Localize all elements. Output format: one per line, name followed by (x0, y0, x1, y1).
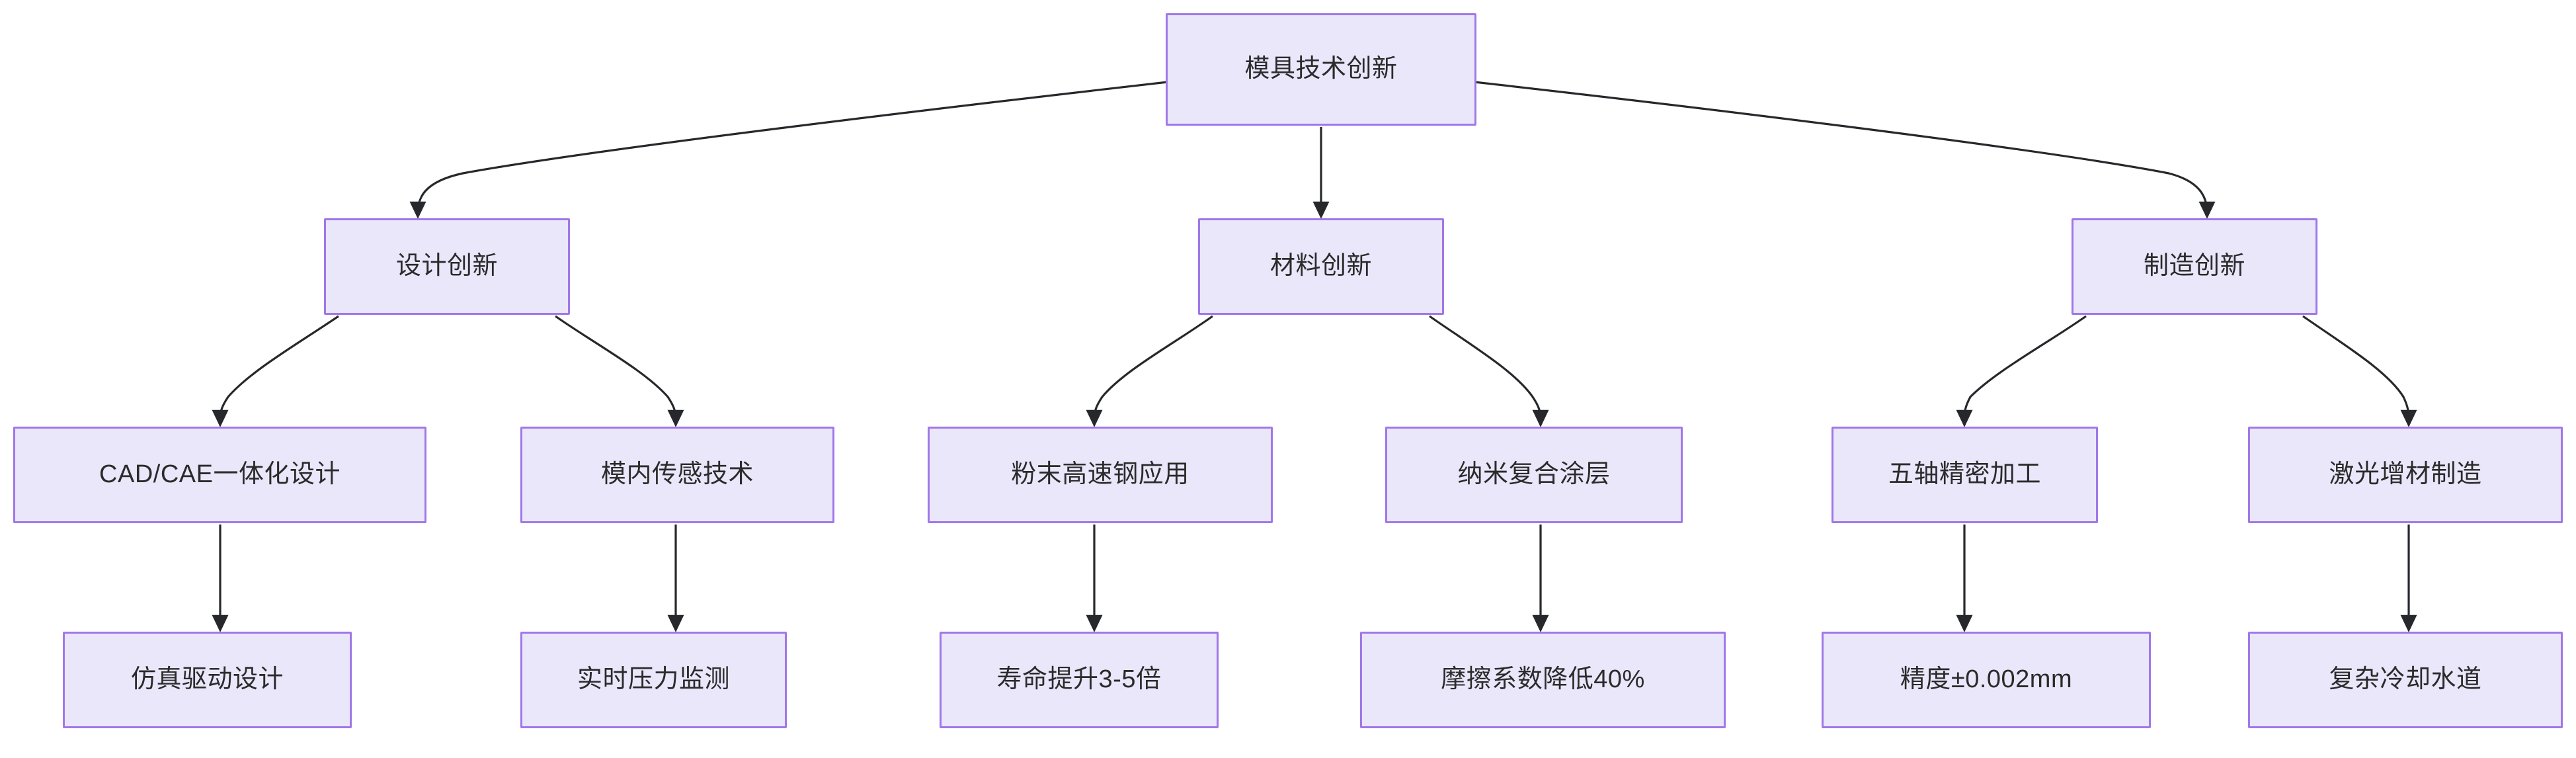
flow-node-c2[interactable]: 材料创新 (1198, 218, 1444, 315)
edges-group (212, 81, 2417, 632)
flow-node-t1[interactable]: CAD/CAE一体化设计 (13, 427, 426, 523)
flow-node-label: 制造创新 (2143, 252, 2245, 280)
flow-node-o5[interactable]: 精度±0.002mm (1822, 632, 2151, 728)
flow-edge-c2-to-t3 (1086, 315, 1213, 427)
flow-node-t3[interactable]: 粉末高速钢应用 (928, 427, 1273, 523)
flow-node-label: 五轴精密加工 (1888, 460, 2041, 489)
flow-node-label: 模具技术创新 (1244, 55, 1398, 83)
flow-node-label: 设计创新 (395, 252, 498, 280)
flow-node-label: 模内传感技术 (600, 460, 754, 489)
flow-node-label: CAD/CAE一体化设计 (99, 460, 341, 489)
flow-node-label: 仿真驱动设计 (130, 665, 284, 694)
flow-edge-root-to-c3 (1474, 81, 2216, 219)
flow-node-label: 材料创新 (1269, 252, 1372, 280)
flow-node-label: 复杂冷却水道 (2329, 665, 2482, 694)
flow-node-label: 摩擦系数降低40% (1441, 665, 1645, 694)
flow-edge-c2-to-t4 (1429, 315, 1549, 427)
flow-edge-c3-to-t5 (1956, 315, 2087, 427)
flow-node-o2[interactable]: 实时压力监测 (520, 632, 787, 728)
flow-node-t2[interactable]: 模内传感技术 (520, 427, 834, 523)
flow-node-t4[interactable]: 纳米复合涂层 (1385, 427, 1683, 523)
flow-node-label: 实时压力监测 (577, 665, 730, 694)
flow-edge-c1-to-t1 (212, 315, 339, 427)
flow-edge-c3-to-t6 (2302, 315, 2417, 427)
flow-node-t6[interactable]: 激光增材制造 (2248, 427, 2563, 523)
flow-node-label: 粉末高速钢应用 (1011, 460, 1189, 489)
flow-node-c3[interactable]: 制造创新 (2072, 218, 2317, 315)
flow-node-o4[interactable]: 摩擦系数降低40% (1360, 632, 1726, 728)
flow-node-c1[interactable]: 设计创新 (324, 218, 570, 315)
flow-node-t5[interactable]: 五轴精密加工 (1831, 427, 2098, 523)
flow-node-o6[interactable]: 复杂冷却水道 (2248, 632, 2563, 728)
flow-node-label: 精度±0.002mm (1900, 665, 2073, 694)
flow-node-o3[interactable]: 寿命提升3-5倍 (940, 632, 1219, 728)
flow-node-label: 激光增材制造 (2329, 460, 2482, 489)
flow-node-label: 寿命提升3-5倍 (996, 665, 1162, 694)
flow-node-root[interactable]: 模具技术创新 (1166, 13, 1476, 126)
flow-edge-root-to-c1 (409, 81, 1168, 219)
flow-edge-c1-to-t2 (555, 315, 684, 427)
flow-node-label: 纳米复合涂层 (1457, 460, 1611, 489)
flow-node-o1[interactable]: 仿真驱动设计 (63, 632, 352, 728)
